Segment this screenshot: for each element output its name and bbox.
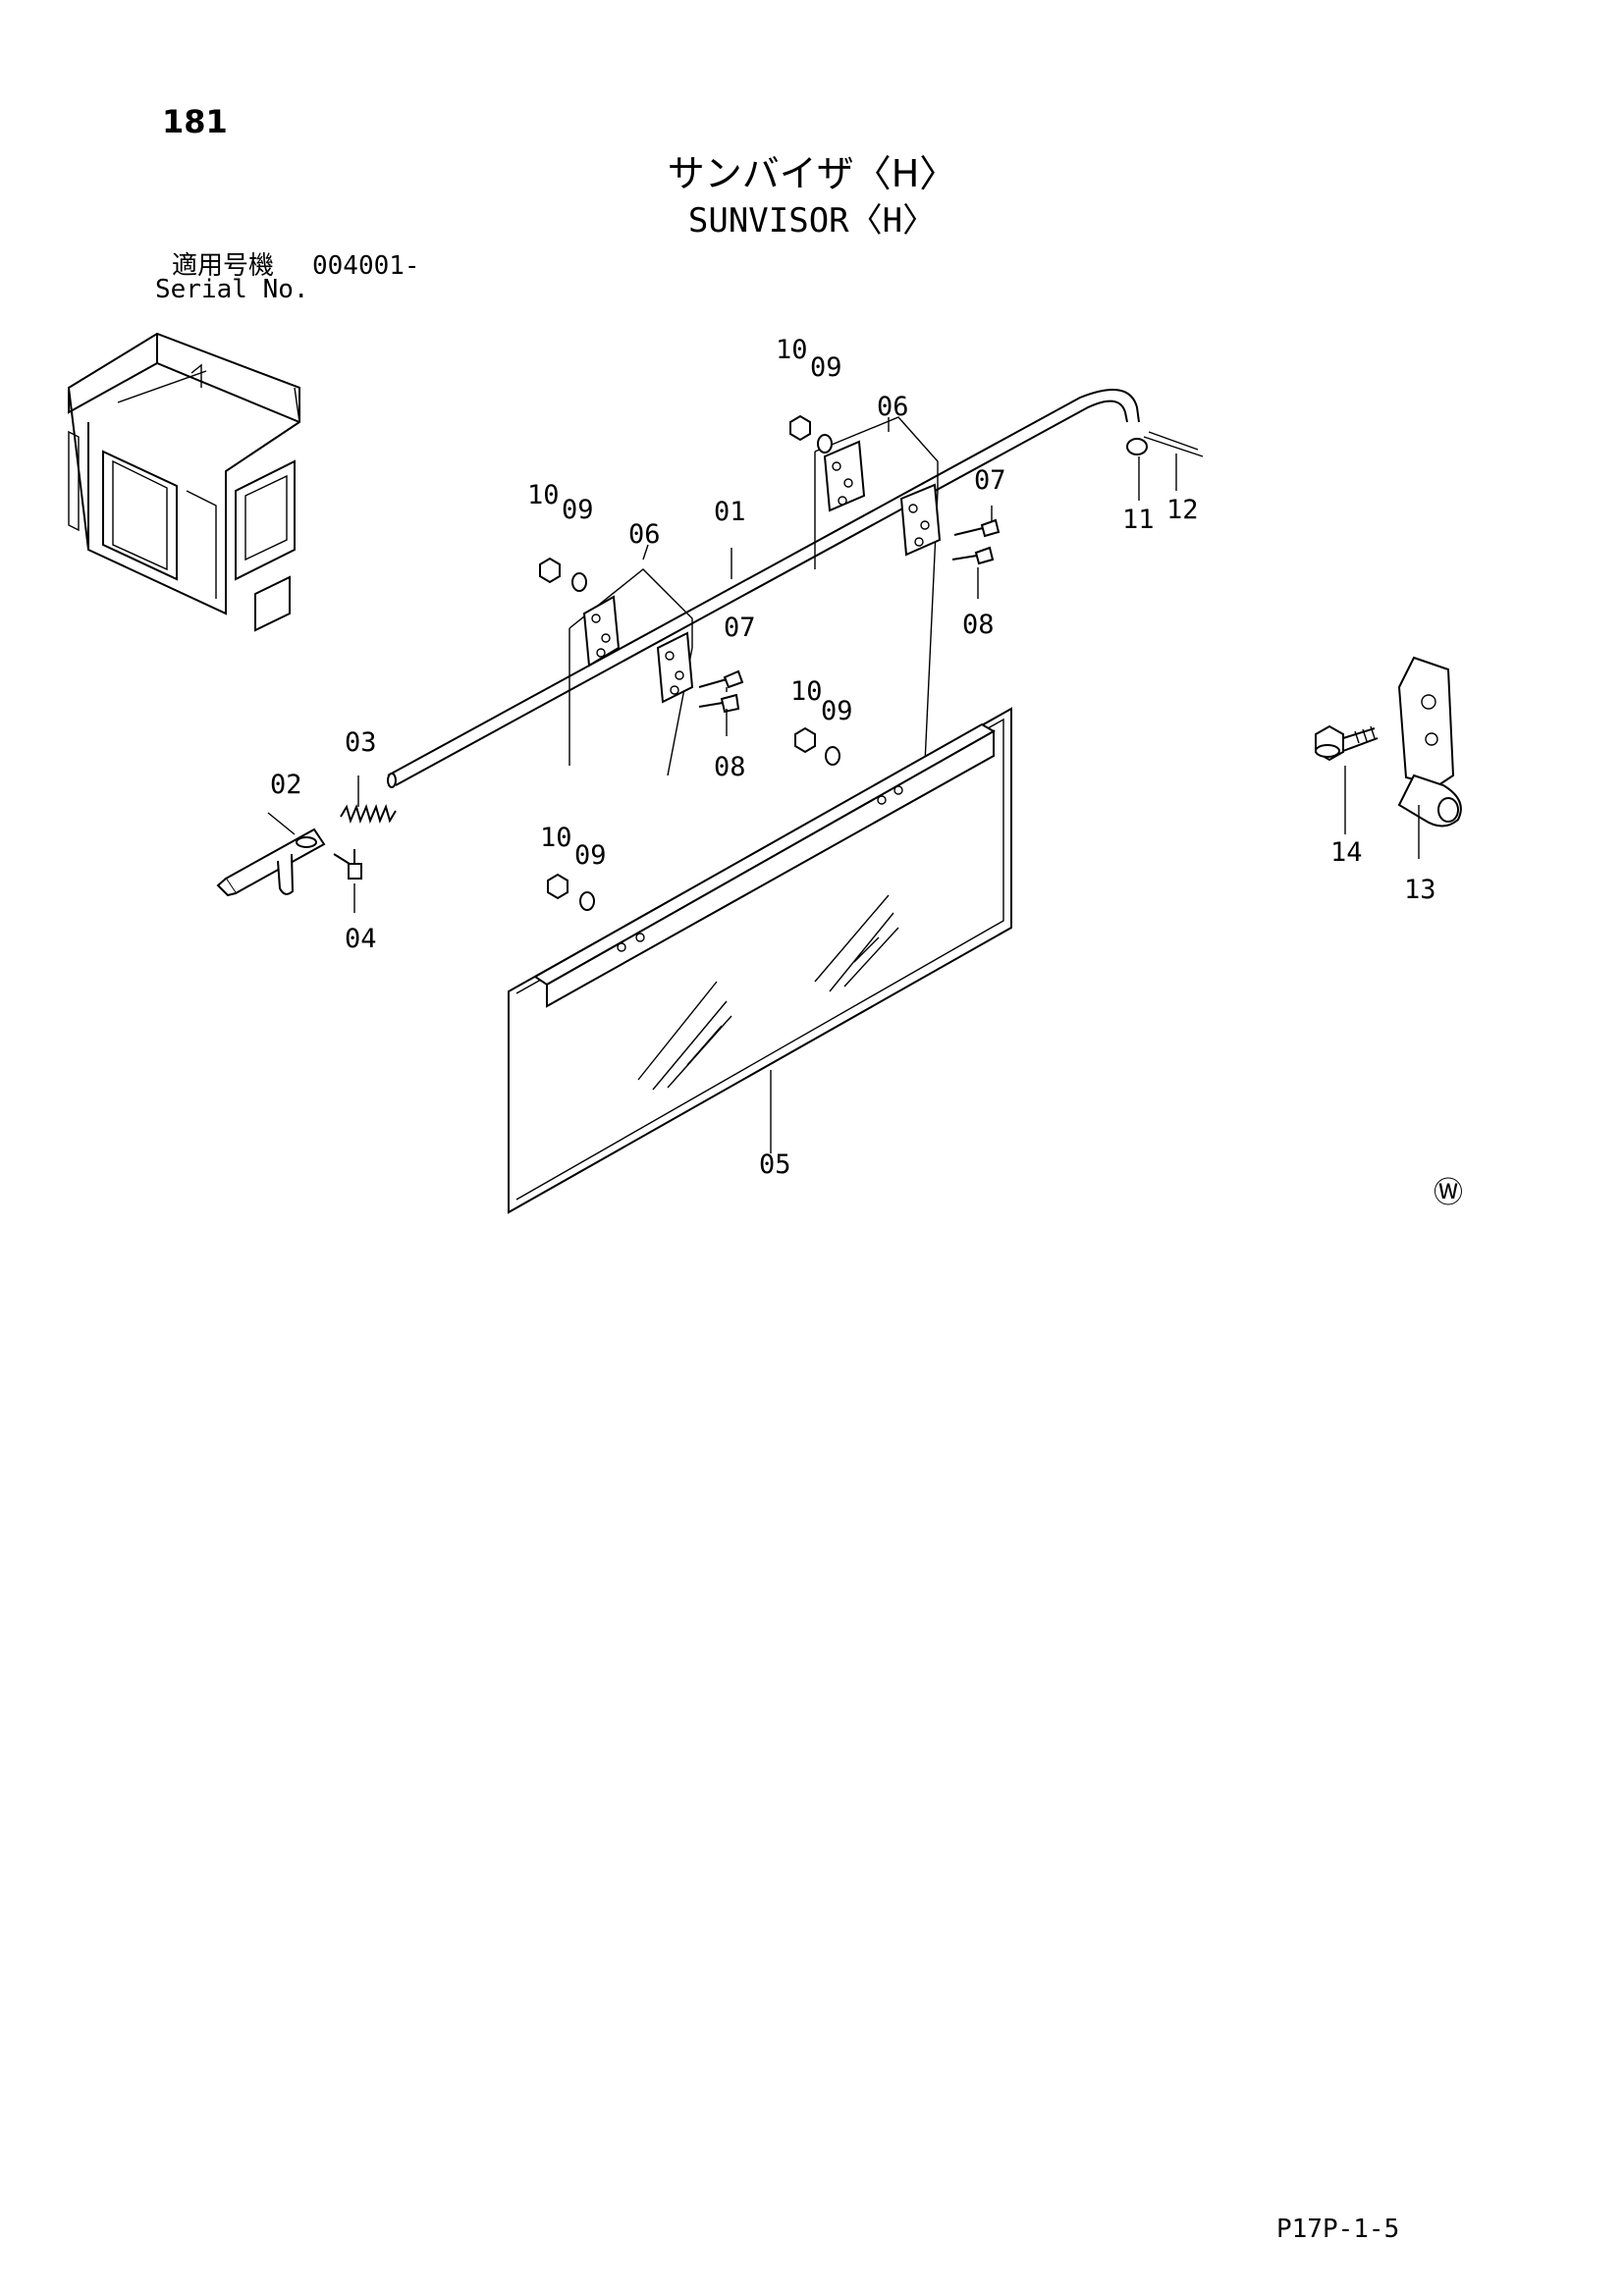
callout-09-b: 09 — [810, 352, 842, 383]
spring-03 — [340, 804, 397, 824]
callout-10-c: 10 — [790, 676, 823, 707]
diagram-title-japanese: サンバイザ〈H〉 — [667, 152, 957, 195]
page-code: P17P-1-5 — [1276, 2215, 1400, 2244]
callout-09-c: 09 — [821, 696, 853, 726]
callout-10-d: 10 — [540, 823, 572, 853]
serial-label-english: Serial No. — [155, 275, 309, 304]
callout-09-d: 09 — [574, 840, 607, 871]
nuts-10-washers-09 — [539, 414, 840, 911]
callout-07-right: 07 — [974, 465, 1006, 496]
callout-10-b: 10 — [776, 335, 808, 365]
callout-10-a: 10 — [527, 480, 560, 510]
hinge-06-right — [814, 416, 942, 806]
serial-label-japanese: 適用号機 — [172, 251, 275, 281]
callout-12: 12 — [1166, 495, 1199, 525]
hinge-06-left — [568, 568, 694, 776]
callout-07-left: 07 — [724, 613, 756, 643]
cab-location-illustration — [67, 332, 300, 632]
watermark-w-symbol: Ⓦ — [1434, 1176, 1463, 1210]
callout-09-a: 09 — [562, 495, 594, 525]
leader-lines — [267, 417, 1420, 1153]
callout-08-right: 08 — [962, 610, 995, 640]
callout-11: 11 — [1122, 505, 1155, 535]
bracket-13-bolt-14 — [1315, 656, 1462, 828]
sunvisor-rod-01 — [387, 389, 1140, 788]
callout-06-left: 06 — [628, 519, 661, 550]
pin-02 — [216, 828, 326, 897]
callout-08-left: 08 — [714, 752, 746, 782]
page-number: 181 — [162, 103, 228, 140]
screw-04 — [333, 849, 362, 880]
serial-number-value: 004001- — [312, 251, 420, 281]
callout-02: 02 — [270, 770, 302, 800]
callout-14: 14 — [1330, 837, 1363, 868]
diagram-title-english: SUNVISOR〈H〉 — [687, 201, 937, 240]
callout-01: 01 — [714, 497, 746, 527]
callout-04: 04 — [345, 924, 377, 954]
callout-03: 03 — [345, 727, 377, 758]
callout-13: 13 — [1404, 875, 1436, 905]
callout-05: 05 — [759, 1149, 791, 1180]
sunvisor-panel-05 — [508, 707, 1012, 1214]
washer-11-cotter-12 — [1126, 431, 1204, 457]
screws-07-08 — [698, 518, 1001, 714]
callout-06-right: 06 — [877, 392, 909, 422]
